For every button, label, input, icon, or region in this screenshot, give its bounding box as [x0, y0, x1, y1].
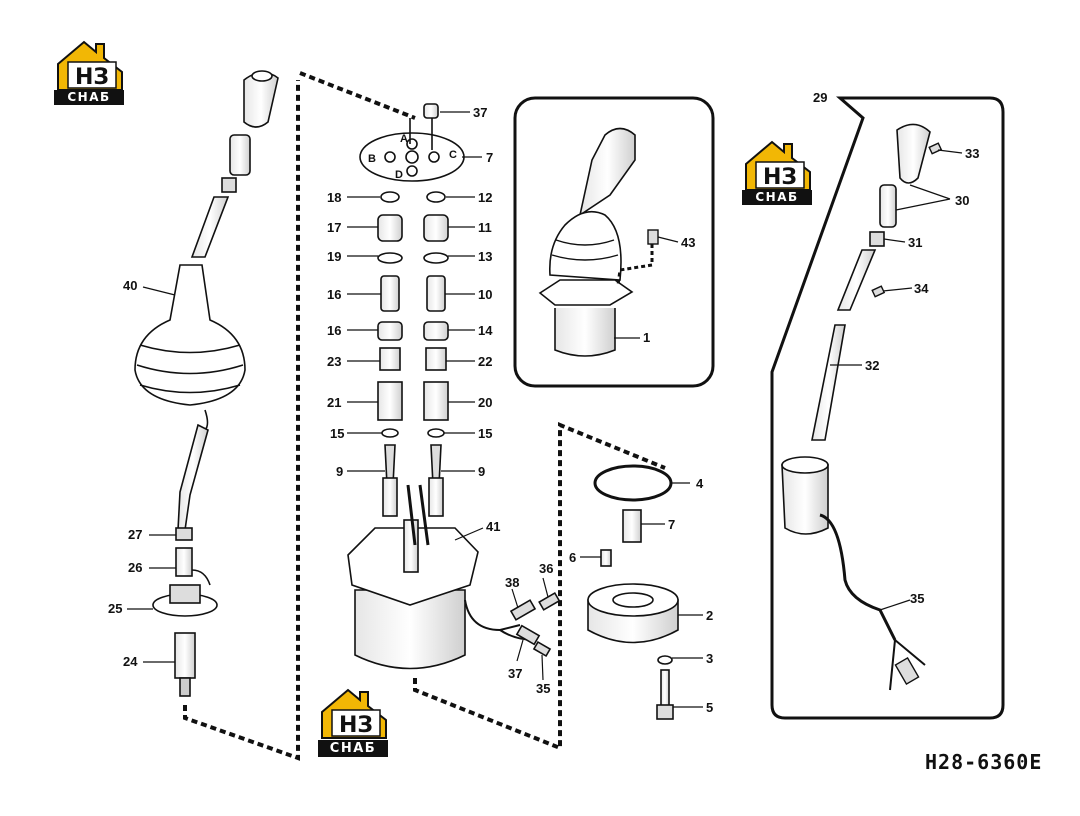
part-7-bushing	[622, 509, 642, 543]
callout-1: 1	[643, 330, 650, 345]
callout-14: 14	[478, 323, 493, 338]
logo-letters: НЗ	[75, 65, 109, 90]
logo-letters: НЗ	[763, 165, 797, 190]
callout-4: 4	[696, 476, 704, 491]
left-lever-rod	[177, 423, 209, 531]
part-3-washer	[657, 655, 673, 665]
dashed-boundary-left	[183, 80, 300, 761]
port-letter-a: A	[400, 133, 408, 145]
part-5-bolt	[660, 669, 670, 709]
callout-29: 29	[813, 90, 827, 105]
callout-13: 13	[478, 249, 492, 264]
callout-20: 19	[327, 249, 341, 264]
callout-24: 23	[327, 354, 341, 369]
callout-21: 20	[478, 395, 492, 410]
part-42-valve-body	[354, 589, 466, 670]
left-cable	[204, 409, 209, 431]
dashed-boundary-top	[299, 71, 416, 120]
logo-house-icon: НЗ	[57, 40, 123, 91]
callout-11: 11	[478, 220, 492, 235]
callout-39: 38	[505, 575, 519, 590]
left-joystick-assembly	[134, 70, 279, 697]
watermark-logo-right: НЗ СНАБ	[742, 140, 814, 208]
callout-15-right: 15	[478, 426, 492, 441]
part-4-o-ring	[593, 464, 673, 502]
left-boot	[134, 264, 246, 406]
callout-labels: 37 7 18 12 17 11 19 13 16 10 16 14 23 22…	[108, 90, 979, 715]
right-handle-inset	[770, 96, 1005, 720]
leader-lines	[127, 111, 963, 708]
left-coupling	[174, 632, 196, 679]
callout-41: 40	[123, 278, 137, 293]
callout-16: 16	[327, 323, 341, 338]
callout-35: 35	[910, 591, 924, 606]
callout-12: 12	[478, 190, 492, 205]
callout-42: 41	[486, 519, 500, 534]
callout-18: 17	[327, 220, 341, 235]
callout-43: 43	[681, 235, 695, 250]
callout-26: 25	[108, 601, 122, 616]
callout-32: 32	[865, 358, 879, 373]
callout-3: 3	[706, 651, 713, 666]
drawing-number: H28-6360E	[925, 750, 1043, 774]
callout-33: 33	[965, 146, 979, 161]
port-letters: A B C D	[368, 133, 457, 181]
callout-36: 35	[536, 681, 550, 696]
callout-37: 36	[539, 561, 553, 576]
callout-6: 6	[569, 550, 576, 565]
callout-25: 24	[123, 654, 138, 669]
callout-22: 21	[327, 395, 341, 410]
part-40-cap	[423, 103, 439, 119]
port-letter-b: B	[368, 153, 376, 165]
left-handle-sleeve	[229, 134, 251, 176]
port-letter-c: C	[449, 149, 457, 161]
callout-8: 7	[486, 150, 493, 165]
dashed-boundaries	[183, 71, 666, 761]
callout-30: 30	[955, 193, 969, 208]
logo-word: СНАБ	[318, 740, 388, 757]
callout-31: 31	[908, 235, 922, 250]
callout-28: 27	[128, 527, 142, 542]
callout-7: 7	[668, 517, 675, 532]
base-parts	[587, 464, 679, 720]
callout-38: 37	[508, 666, 522, 681]
callout-34: 34	[914, 281, 929, 296]
port-letter-d: D	[395, 169, 403, 181]
callout-15-left: 15	[330, 426, 344, 441]
callout-19: 18	[327, 190, 341, 205]
callout-17: 16	[327, 287, 341, 302]
watermark-logo-bottom: НЗ СНАБ	[318, 688, 392, 757]
callout-40: 37	[473, 105, 487, 120]
callout-9-right: 9	[478, 464, 485, 479]
callout-9-left: 9	[336, 464, 343, 479]
logo-house-icon: НЗ	[321, 688, 387, 739]
callout-2: 2	[706, 608, 713, 623]
callout-27: 26	[128, 560, 142, 575]
watermark-logo-top-left: НЗ СНАБ	[54, 40, 126, 108]
inset-joystick-unit	[513, 96, 715, 388]
logo-letters: НЗ	[339, 713, 373, 738]
callout-23: 22	[478, 354, 492, 369]
logo-house-icon: НЗ	[745, 140, 811, 191]
logo-word: СНАБ	[54, 90, 124, 105]
callout-10: 10	[478, 287, 492, 302]
part-6-pin	[600, 549, 612, 567]
logo-word: СНАБ	[742, 190, 812, 205]
callout-5: 5	[706, 700, 713, 715]
